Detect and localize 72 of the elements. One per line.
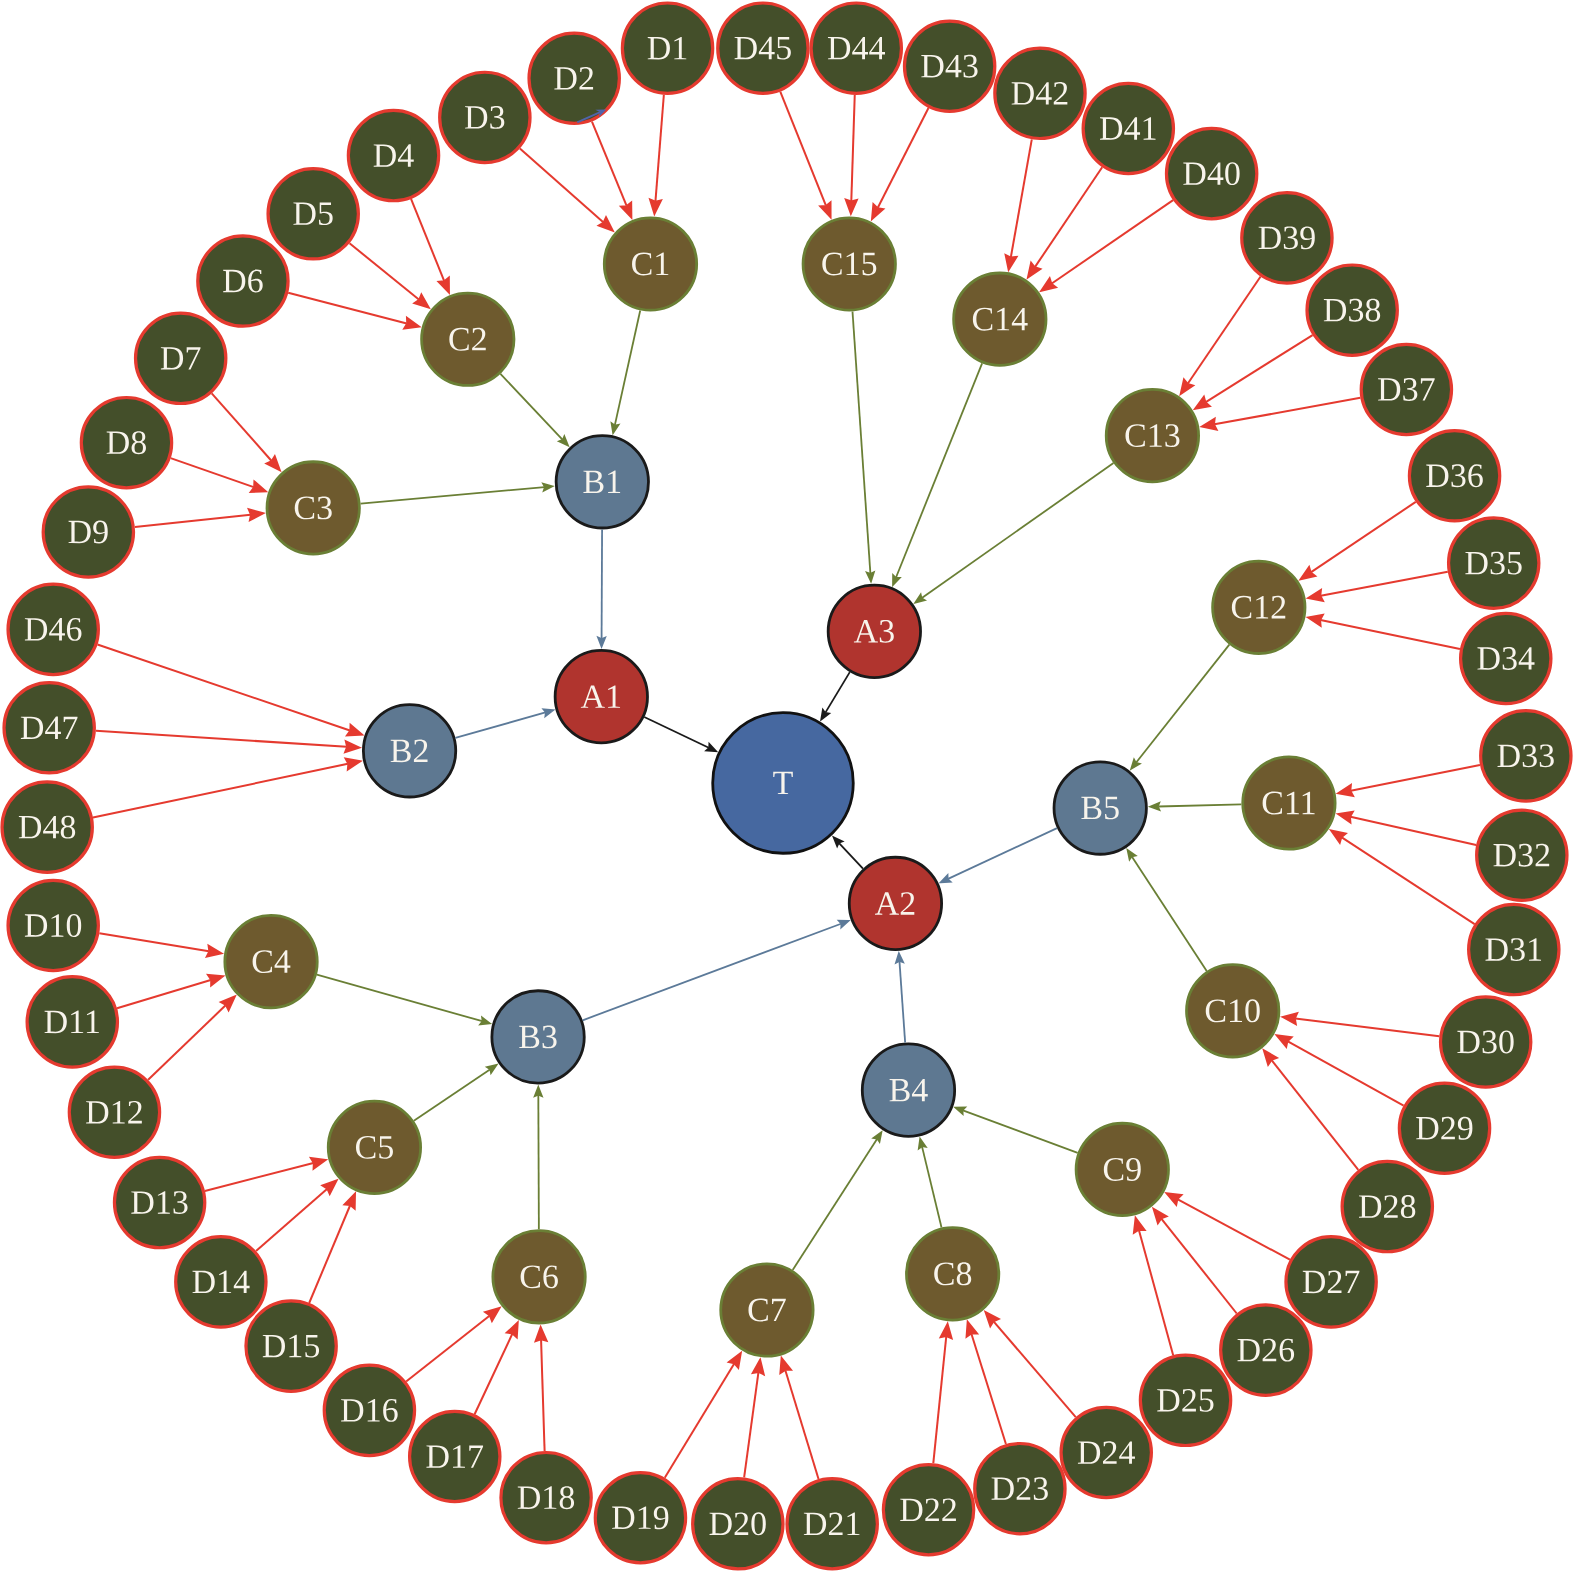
circle-node: A2: [847, 855, 943, 951]
circle-node: D31: [1467, 902, 1561, 997]
circle-node: D35: [1446, 516, 1541, 610]
circle-node: D24: [1059, 1405, 1153, 1500]
circle-node: A1: [553, 649, 649, 745]
circle-node: D27: [1284, 1235, 1378, 1329]
circle-node: D20: [691, 1477, 785, 1571]
circle-node: C9: [1074, 1121, 1170, 1217]
circle-node: C12: [1211, 559, 1307, 655]
large-circle-node: T: [711, 711, 855, 855]
circle-node: D30: [1438, 995, 1533, 1089]
circle-node: A3: [826, 583, 922, 679]
circle-node: D3: [438, 70, 532, 165]
circle-node: C7: [719, 1262, 815, 1358]
circle-node: C15: [801, 216, 897, 312]
circle-node: D26: [1219, 1303, 1313, 1397]
circle-node: D4: [346, 108, 441, 203]
circle-node: D48: [0, 780, 94, 874]
circle-node: D47: [2, 681, 96, 775]
circle-node: D10: [6, 878, 100, 973]
circle-node: D15: [244, 1299, 338, 1393]
circle-node: C13: [1104, 388, 1200, 484]
circle-node: C5: [326, 1099, 422, 1195]
circle-node: C14: [952, 271, 1048, 367]
circle-node: D41: [1081, 81, 1176, 176]
circle-node: D37: [1359, 342, 1454, 437]
circle-node: D14: [174, 1235, 268, 1329]
circle-node: D1: [620, 1, 715, 95]
circle-node: D22: [881, 1462, 976, 1557]
circle-node: D32: [1475, 808, 1569, 902]
circle-node: D7: [133, 311, 228, 406]
circle-node: D12: [67, 1065, 162, 1159]
circle-node: D43: [902, 19, 997, 113]
circle-node: D44: [809, 1, 904, 95]
circle-node: D28: [1340, 1159, 1435, 1254]
circle-node: D29: [1397, 1081, 1492, 1176]
circle-node: B2: [362, 703, 458, 799]
circle-node: C10: [1185, 963, 1281, 1059]
circle-node: D8: [79, 395, 174, 490]
circle-node: D39: [1240, 191, 1334, 285]
circle-node: D17: [407, 1409, 502, 1504]
circle-node: D36: [1407, 429, 1502, 523]
circle-node: C2: [420, 291, 516, 387]
circle-node: D46: [6, 582, 100, 677]
circle-node: D45: [716, 1, 810, 95]
circle-node: D18: [499, 1450, 593, 1545]
circle-node: C11: [1241, 755, 1337, 851]
circle-node: D6: [196, 234, 290, 328]
circle-node: C3: [265, 460, 361, 556]
circle-node: D40: [1164, 126, 1259, 221]
circle-node: B3: [490, 989, 586, 1085]
circle-node: D13: [112, 1155, 207, 1250]
circle-node: D11: [25, 975, 120, 1069]
circle-node: D9: [41, 485, 136, 579]
circle-node: C8: [905, 1226, 1001, 1322]
circle-node: C4: [223, 914, 319, 1010]
circle-node: B5: [1052, 760, 1148, 856]
circle-node: D33: [1479, 709, 1573, 803]
circle-node: B1: [554, 434, 650, 530]
circle-node: D19: [593, 1471, 688, 1565]
circle-node: D21: [785, 1477, 879, 1571]
circle-node: D2: [527, 31, 621, 126]
circle-node: C6: [491, 1229, 587, 1325]
circle-node: D23: [973, 1441, 1067, 1536]
circle-node: C1: [602, 216, 699, 312]
circle-node: D34: [1459, 611, 1553, 706]
circle-node: D5: [266, 167, 360, 261]
circle-node: D16: [322, 1363, 417, 1458]
circle-node: D42: [993, 46, 1087, 141]
circle-node: D25: [1138, 1353, 1233, 1448]
circle-node: D38: [1305, 263, 1399, 357]
circle-node: B4: [860, 1042, 957, 1138]
